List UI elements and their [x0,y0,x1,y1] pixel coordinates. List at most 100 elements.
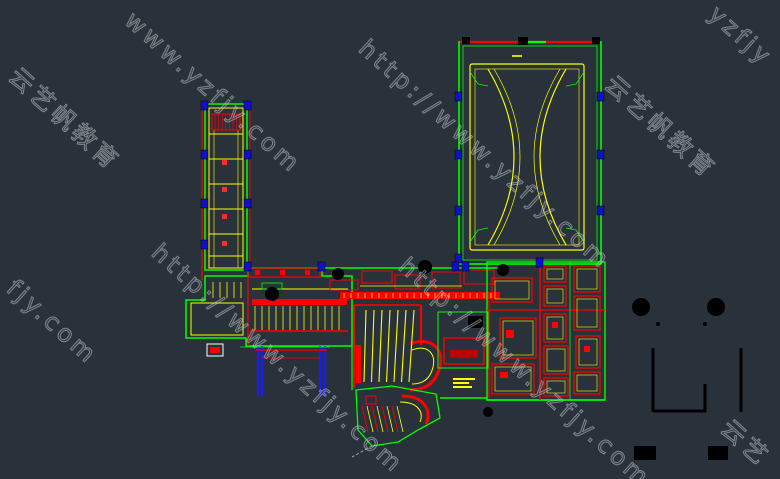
column-square [535,257,544,268]
annotation-mark [453,382,469,384]
detached-structure [632,298,743,460]
column-round [483,407,493,417]
service-block [280,270,285,275]
stair-tower [201,103,251,280]
east-room [573,265,601,293]
lobby-hatch [391,405,399,433]
hall-seating-row [408,309,415,383]
east-room [543,285,567,307]
column-square [200,149,209,160]
column-square [451,261,460,272]
central-room [394,274,421,290]
east-room [491,363,535,395]
east-room-inner [546,380,566,394]
column-square [461,261,470,272]
east-room [543,377,569,397]
hall-seating-row [378,309,383,383]
east-room-inner [546,348,566,372]
column-square [243,261,252,272]
lobby-hatch [361,405,369,433]
equipment-block [552,322,558,328]
central-room [329,279,359,291]
reception-room [443,337,485,365]
east-room [573,371,601,395]
east-room [543,345,569,375]
column-square [243,149,252,160]
anchor-point [703,322,707,326]
east-room-inner [546,316,564,340]
reception-outline [437,311,489,369]
column-square [243,100,252,111]
site-boundary-line [351,445,373,458]
lobby-hatch [376,405,384,433]
shaft [468,316,483,328]
curved-room-inner-line [411,347,435,385]
east-room [543,265,567,283]
footing [708,446,728,460]
column-square [243,198,252,209]
east-room [491,277,533,303]
east-room-inner [576,298,598,328]
column-round [632,298,650,316]
east-room-inner [576,374,598,392]
lobby-curved-wall [401,394,430,425]
court-arc-left [487,68,515,246]
east-room [573,295,601,331]
court-arc-left-inner [493,68,521,246]
service-block [255,270,260,275]
annotation-mark [453,386,472,388]
east-room-inner [502,320,534,356]
east-room [543,313,567,343]
column-square [454,91,463,102]
east-wing [486,261,606,401]
hall-seating-row [363,309,367,383]
court-building-inner-wall [462,45,598,261]
court-building-outer-wall [458,41,602,265]
north-wall-pier [518,37,528,45]
east-room-inner [578,338,598,366]
equipment-block [584,346,590,352]
lobby-hatch [386,405,394,433]
east-room-inner [546,288,564,304]
fixture-marker [222,160,227,165]
structural-columns [200,91,605,272]
stair-tower-outer-wall [204,103,248,271]
footing [634,446,656,460]
west-wing [185,267,353,347]
east-room-inner [546,268,564,280]
court-outline [469,63,585,251]
column-square [200,198,209,209]
east-room-inner [494,366,532,392]
lobby-outline [355,385,441,447]
lobby-curved-wall-inner [399,401,422,423]
east-wing-outline [486,261,606,401]
north-service-strip [247,267,321,278]
east-room-inner [576,268,598,290]
column-square [317,261,326,272]
column-square [454,253,463,264]
lobby-hatch [366,405,374,433]
plant-box-fill [210,347,220,353]
hall-seating-row [385,309,391,383]
lobby-hatch [371,405,379,433]
column-square [596,149,605,160]
fixture-marker [222,241,227,246]
canopy-posts [206,343,330,396]
central-corridor-band [340,292,500,299]
column-round [265,287,279,301]
column-square [596,91,605,102]
court-corner-line [565,71,585,87]
corridor-wall-band [252,299,347,305]
west-room [190,302,244,336]
column-square [454,149,463,160]
court-corner-line [469,71,489,87]
hall-seating-row [400,309,407,383]
fixture-marker [222,214,227,219]
west-wing-outline [185,267,353,347]
anchor-point [656,322,660,326]
hall-seating-block [356,345,361,383]
reception-counter [450,350,478,358]
court-building [458,37,602,265]
